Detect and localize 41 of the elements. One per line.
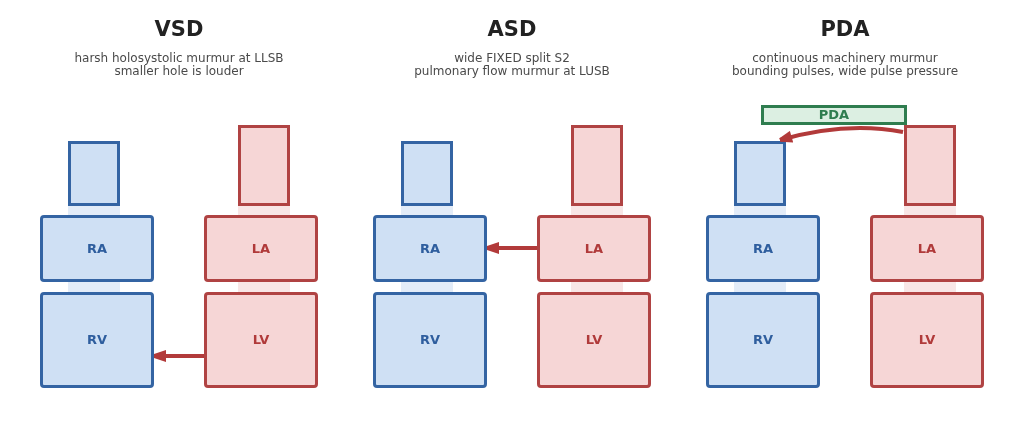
description-text: pulmonary flow murmur at LUSB <box>413 65 611 78</box>
chamber-label: RA <box>752 241 774 256</box>
vessel-block <box>68 141 120 206</box>
chamber-label: LV <box>252 333 270 347</box>
chamber-box <box>537 215 651 282</box>
vessel-block <box>904 125 956 206</box>
chamber-box <box>537 292 651 388</box>
chamber-label: RV <box>86 333 108 347</box>
chamber-box <box>870 292 984 388</box>
description-text: harsh holosystolic murmur at LLSB <box>73 52 285 65</box>
chamber-label: RA <box>86 241 108 256</box>
chamber-box <box>373 215 487 282</box>
vessel-block <box>401 141 453 206</box>
chamber-label: LA <box>251 241 271 256</box>
chamber-label: LA <box>917 241 937 256</box>
description-text: continuous machinery murmur <box>752 52 939 65</box>
chamber-label: RA <box>419 241 441 256</box>
vessel-block <box>238 125 290 206</box>
chamber-box <box>204 292 318 388</box>
chamber-box <box>373 292 487 388</box>
chamber-box <box>204 215 318 282</box>
chamber-box <box>706 215 820 282</box>
chamber-label: RV <box>419 333 441 347</box>
section-title: VSD <box>153 18 205 40</box>
ductus-label: PDA <box>818 108 850 122</box>
chamber-label: LV <box>585 333 603 347</box>
vessel-block <box>734 141 786 206</box>
description-text: smaller hole is louder <box>114 65 245 78</box>
chamber-box <box>870 215 984 282</box>
section-title: PDA <box>819 18 871 40</box>
chamber-box <box>40 215 154 282</box>
chamber-box <box>706 292 820 388</box>
ductus-bar <box>761 105 907 125</box>
description-text: wide FIXED split S2 <box>453 52 571 65</box>
section-title: ASD <box>486 18 538 40</box>
description-text: bounding pulses, wide pulse pressure <box>731 65 959 78</box>
chamber-label: LV <box>918 333 936 347</box>
chamber-label: RV <box>752 333 774 347</box>
chamber-box <box>40 292 154 388</box>
chamber-label: LA <box>584 241 604 256</box>
vessel-block <box>571 125 623 206</box>
